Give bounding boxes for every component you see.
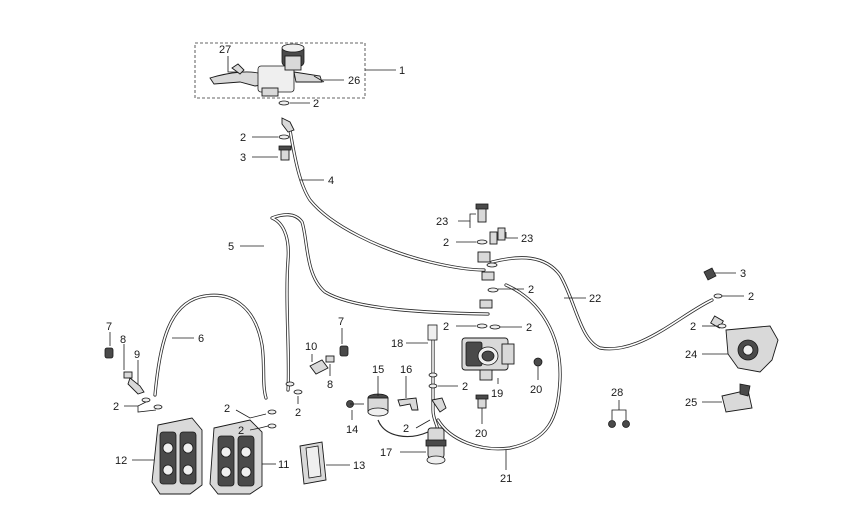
callout-2: 2 bbox=[690, 321, 696, 333]
callout-5: 5 bbox=[228, 241, 234, 253]
front-caliper-left bbox=[151, 417, 203, 495]
brake-hose-22 bbox=[490, 256, 714, 351]
front-brake-pads bbox=[299, 441, 327, 485]
callout-20: 20 bbox=[530, 384, 542, 396]
callout-23: 23 bbox=[521, 233, 533, 245]
abs-bolt-20-right bbox=[533, 357, 543, 367]
callout-23: 23 bbox=[436, 216, 448, 228]
callout-9: 9 bbox=[134, 349, 140, 361]
callout-16: 16 bbox=[400, 364, 412, 376]
callout-3: 3 bbox=[740, 268, 746, 280]
callout-28: 28 bbox=[611, 387, 623, 399]
callout-2: 2 bbox=[443, 237, 449, 249]
callout-2: 2 bbox=[443, 321, 449, 333]
callout-2: 2 bbox=[313, 98, 319, 110]
callout-13: 13 bbox=[353, 460, 365, 472]
callout-2: 2 bbox=[403, 423, 409, 435]
callout-27: 27 bbox=[219, 44, 231, 56]
abs-bolt-20-lower bbox=[475, 394, 489, 409]
banjo-bolt-3-upper bbox=[278, 145, 292, 161]
leader-lines bbox=[109, 56, 744, 470]
washer-2-upper bbox=[278, 100, 295, 140]
callout-2: 2 bbox=[526, 322, 532, 334]
callout-7: 7 bbox=[338, 316, 344, 328]
callout-10: 10 bbox=[305, 341, 317, 353]
rear-brake-pads bbox=[721, 383, 753, 413]
caliper-bolts-28 bbox=[608, 420, 630, 428]
brake-hose-4 bbox=[288, 128, 486, 272]
callout-17: 17 bbox=[380, 447, 392, 459]
callout-8: 8 bbox=[120, 334, 126, 346]
callout-2: 2 bbox=[240, 132, 246, 144]
callout-2: 2 bbox=[224, 403, 230, 415]
callout-6: 6 bbox=[198, 333, 204, 345]
brake-hose-21 bbox=[436, 283, 562, 451]
fitting-18-top bbox=[427, 324, 438, 389]
callout-14: 14 bbox=[346, 424, 358, 436]
abs-modulator bbox=[461, 337, 515, 381]
abs-fittings-stack bbox=[475, 203, 506, 330]
callout-2: 2 bbox=[748, 291, 754, 303]
callout-2: 2 bbox=[238, 425, 244, 437]
brake-hose-6 bbox=[153, 293, 268, 400]
callout-20: 20 bbox=[475, 428, 487, 440]
callout-24: 24 bbox=[685, 349, 697, 361]
rear-caliper bbox=[710, 315, 779, 373]
rear-master-cylinder bbox=[425, 397, 447, 465]
callout-4: 4 bbox=[328, 175, 334, 187]
callout-19: 19 bbox=[491, 388, 503, 400]
callout-15: 15 bbox=[372, 364, 384, 376]
callout-2: 2 bbox=[528, 284, 534, 296]
callout-2: 2 bbox=[462, 381, 468, 393]
brake-hose-5 bbox=[270, 213, 490, 392]
front-caliper-right bbox=[209, 419, 263, 495]
brake-line-18 bbox=[377, 336, 440, 438]
callout-labels: 1 27 26 2 2 3 4 5 23 23 2 2 2 2 22 3 2 2… bbox=[106, 44, 754, 485]
callout-3: 3 bbox=[240, 152, 246, 164]
reservoir-bracket bbox=[397, 397, 419, 411]
rear-brake-reservoir bbox=[367, 393, 389, 417]
screw-14 bbox=[346, 400, 364, 408]
callout-22: 22 bbox=[589, 293, 601, 305]
callout-2: 2 bbox=[113, 401, 119, 413]
callout-2: 2 bbox=[295, 407, 301, 419]
callout-18: 18 bbox=[391, 338, 403, 350]
callout-11: 11 bbox=[278, 459, 289, 471]
callout-25: 25 bbox=[685, 397, 697, 409]
callout-21: 21 bbox=[500, 473, 512, 485]
master-cylinder-group-box bbox=[194, 42, 366, 99]
callout-26: 26 bbox=[348, 75, 360, 87]
callout-12: 12 bbox=[115, 455, 127, 467]
middle-bleeder-fittings bbox=[267, 345, 349, 429]
left-bleeder-fittings bbox=[104, 347, 163, 410]
callout-1: 1 bbox=[399, 65, 405, 77]
callout-7: 7 bbox=[106, 321, 112, 333]
front-master-cylinder bbox=[209, 43, 325, 97]
callout-8: 8 bbox=[327, 379, 333, 391]
